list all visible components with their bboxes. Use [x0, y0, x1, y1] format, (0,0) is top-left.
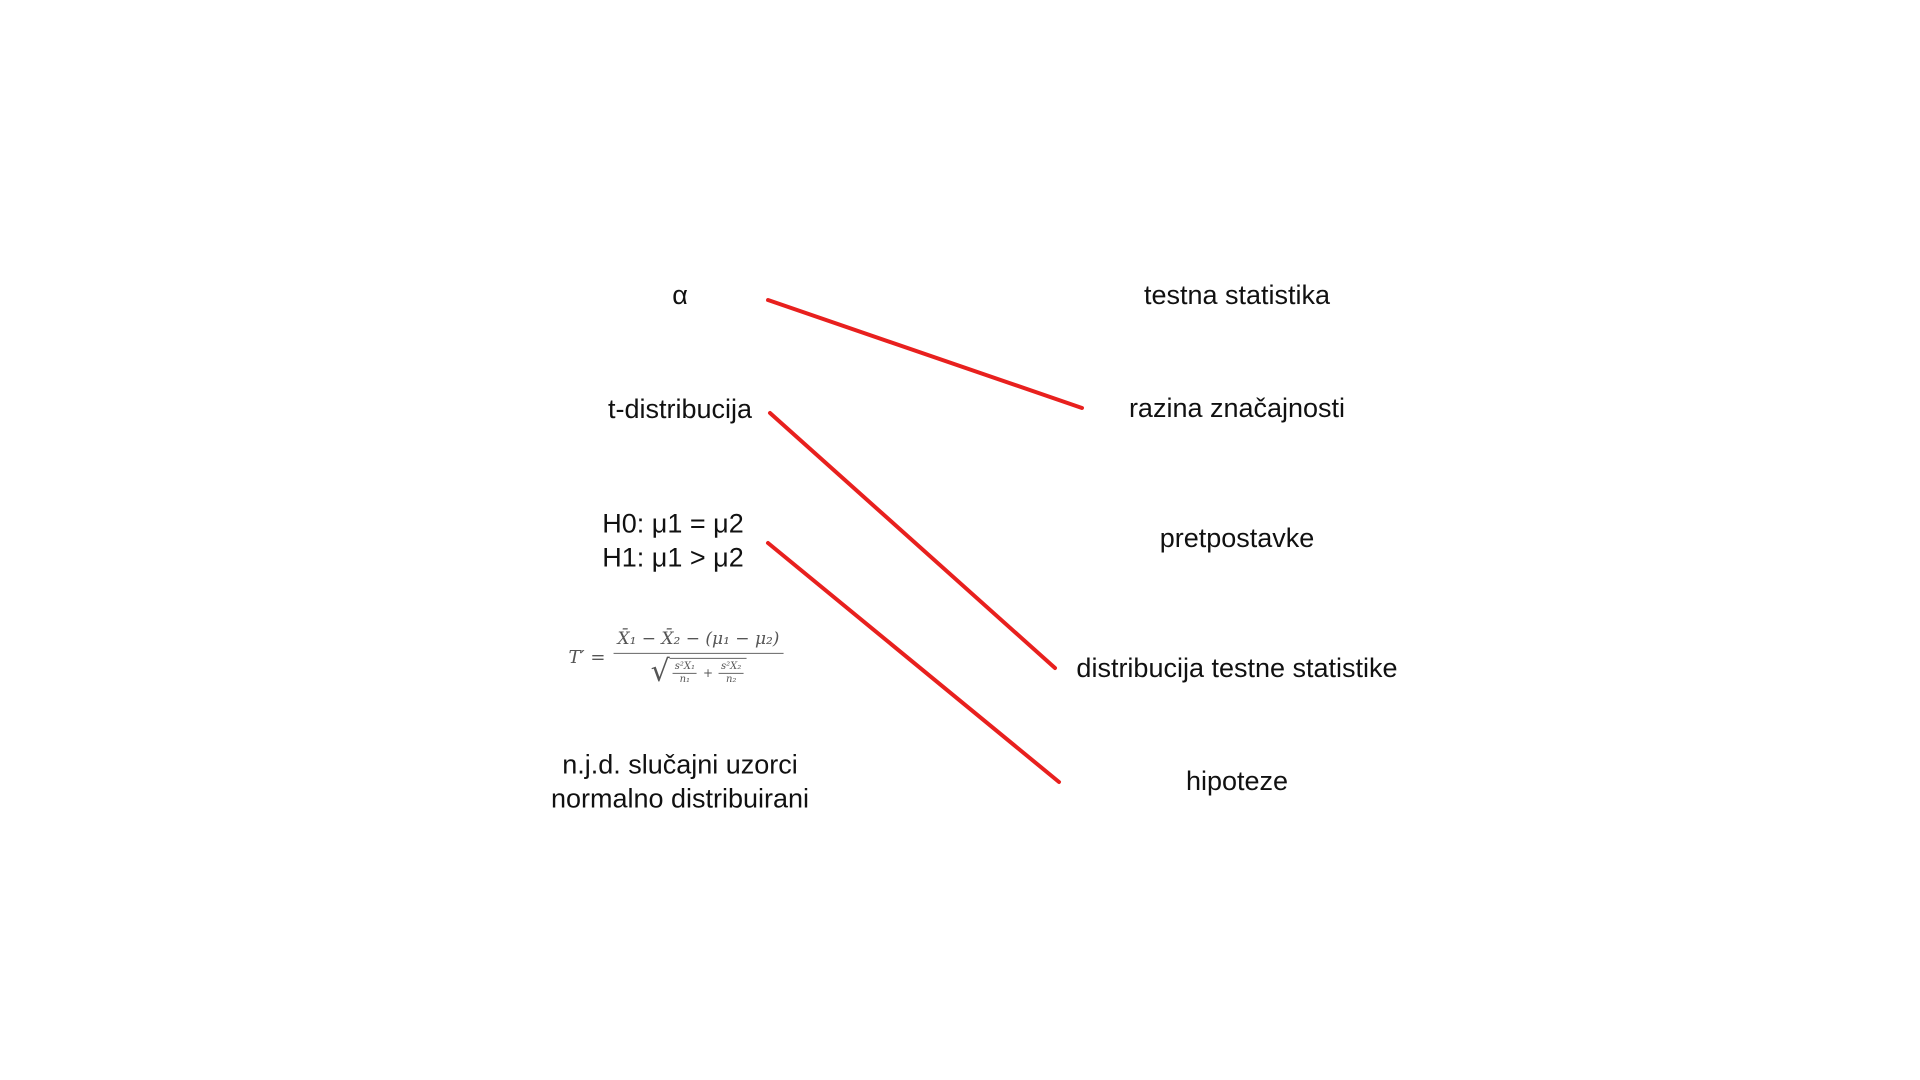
- t-distribution-label: t-distribucija: [607, 394, 753, 425]
- left-item-alpha: α: [672, 279, 688, 313]
- plus-sign: +: [702, 666, 714, 681]
- right-item-significance-level: razina značajnosti: [1129, 392, 1345, 426]
- sqrt-body: s²X₁ n₁ + s²X₂ n₂: [669, 657, 747, 687]
- left-item-test-statistic-formula: T′ = X̄₁ − X̄₂ − (μ₁ − μ₂) √ s²X₁ n₁ + s…: [569, 629, 784, 687]
- formula-denominator: √ s²X₁ n₁ + s²X₂ n₂: [651, 654, 747, 687]
- connector-alpha-to-significance: [766, 298, 1084, 410]
- left-item-t-distribution: t-distribucija: [608, 393, 752, 427]
- assumptions-label: pretpostavke: [1159, 523, 1315, 554]
- left-item-assumptions: n.j.d. slučajni uzorci normalno distribu…: [551, 748, 809, 816]
- distribution-label: distribucija testne statistike: [1076, 653, 1398, 684]
- variance-term-1-num: s²X₁: [672, 661, 697, 675]
- alpha-label: α: [672, 280, 688, 311]
- variance-term-1-den: n₁: [679, 674, 691, 686]
- formula-numerator: X̄₁ − X̄₂ − (μ₁ − μ₂): [613, 629, 784, 655]
- formula-fraction: X̄₁ − X̄₂ − (μ₁ − μ₂) √ s²X₁ n₁ + s²X₂ n…: [613, 629, 784, 687]
- assumptions-line-1: n.j.d. slučajni uzorci: [562, 749, 798, 780]
- h1-label: H1: μ1 > μ2: [602, 542, 744, 572]
- test-statistic-label: testna statistika: [1143, 280, 1331, 311]
- right-item-assumptions: pretpostavke: [1160, 522, 1315, 556]
- variance-term-2: s²X₂ n₂: [719, 661, 744, 687]
- variance-term-1: s²X₁ n₁: [672, 661, 697, 687]
- left-item-hypotheses: H0: μ1 = μ2 H1: μ1 > μ2: [602, 507, 743, 575]
- h0-label: H0: μ1 = μ2: [602, 508, 744, 539]
- sqrt-symbol: √: [650, 654, 670, 690]
- right-item-hypotheses: hipoteze: [1186, 765, 1288, 799]
- connector-hypotheses-to-hipoteze: [766, 541, 1061, 784]
- variance-term-2-den: n₂: [725, 674, 737, 686]
- right-item-distribution: distribucija testne statistike: [1076, 652, 1397, 686]
- significance-level-label: razina značajnosti: [1128, 393, 1346, 424]
- connector-tdist-to-distribution: [768, 411, 1057, 670]
- hypotheses-label: hipoteze: [1185, 766, 1289, 797]
- right-item-test-statistic: testna statistika: [1144, 279, 1330, 313]
- assumptions-line-2: normalno distribuirani: [550, 783, 810, 813]
- variance-term-2-num: s²X₂: [719, 661, 744, 675]
- formula-lhs: T′ =: [568, 646, 606, 668]
